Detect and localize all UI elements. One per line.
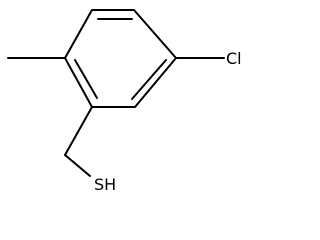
ch2-bond — [64, 106, 93, 156]
structure-diagram: Cl SH — [7, 9, 242, 194]
ring-bond-c3-c4 — [134, 57, 177, 108]
ring-bond-c5-c6 — [64, 57, 93, 108]
ring-inner-double-bond-left — [74, 59, 98, 99]
thiol-label: SH — [94, 175, 116, 194]
ring-inner-double-bond-right — [131, 59, 167, 100]
sulfur-bond — [64, 154, 91, 177]
ring-bond-c2-c3 — [133, 9, 177, 59]
benzene-ring — [64, 9, 177, 108]
chlorine-label: Cl — [226, 49, 242, 68]
substituent-bonds — [7, 57, 225, 177]
molecule-drawing: Cl SH — [7, 9, 242, 194]
ring-bond-c6-c1 — [64, 9, 93, 59]
